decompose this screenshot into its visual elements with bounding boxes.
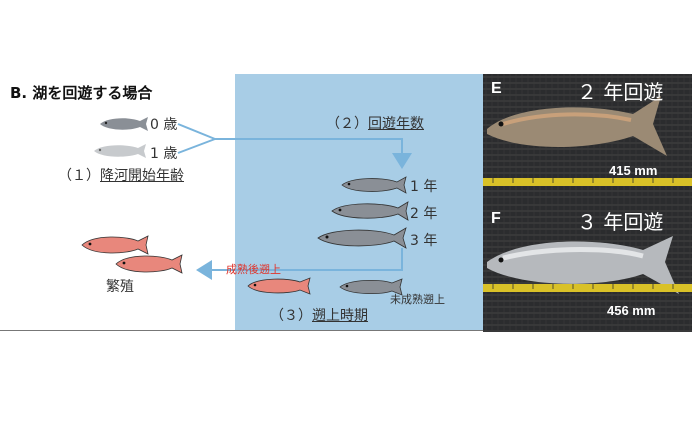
- photo-f-letter: F: [491, 210, 501, 227]
- year-1-label: 1 年: [410, 179, 438, 195]
- step-3-label: （３）遡上時期: [270, 305, 368, 325]
- photo-f-title: ３ 年回遊: [577, 210, 664, 234]
- adult-fish-year-2: [331, 201, 409, 221]
- photo-panel-e: E ２ 年回遊 415 mm: [483, 74, 692, 202]
- spawning-fish-2: [115, 254, 183, 274]
- photo-e-size: 415 mm: [609, 163, 658, 178]
- figure-title: B. 湖を回遊する場合: [10, 84, 153, 102]
- photo-e-image: [483, 74, 692, 202]
- immature-upstream-fish: [339, 278, 403, 296]
- mature-upstream-label: 成熟後遡上: [226, 263, 281, 276]
- step-1-num: （１）: [58, 168, 100, 184]
- age-1-label: 1 歳: [150, 146, 178, 162]
- mature-upstream-fish: [247, 277, 311, 295]
- figure-baseline: [0, 330, 483, 331]
- age-1-line: [177, 138, 216, 154]
- step-2-label: （２）回遊年数: [326, 113, 424, 133]
- juvenile-fish-1: [94, 144, 146, 158]
- spawning-label: 繁殖: [106, 279, 134, 295]
- year-2-label: 2 年: [410, 206, 438, 222]
- photo-e-title: ２ 年回遊: [577, 80, 664, 104]
- year-3-label: 3 年: [410, 233, 438, 249]
- adult-fish-year-1: [341, 176, 407, 194]
- step-3-text: 遡上時期: [312, 308, 368, 324]
- photo-f-image: [483, 202, 692, 332]
- step-3-num: （３）: [270, 308, 312, 324]
- spawning-fish-1: [81, 235, 149, 255]
- step-2-num: （２）: [326, 116, 368, 132]
- juvenile-fish-0: [100, 117, 148, 131]
- step-2-text: 回遊年数: [368, 116, 424, 132]
- photo-panel-f: F ３ 年回遊 456 mm: [483, 202, 692, 332]
- diagram-graphics: [81, 117, 412, 296]
- adult-fish-year-3: [317, 227, 407, 249]
- photo-f-size: 456 mm: [607, 303, 656, 318]
- age-0-line: [177, 123, 216, 140]
- step-1-label: （１）降河開始年齢: [58, 165, 184, 185]
- return-arrow: [196, 248, 403, 280]
- to-years-arrow: [215, 138, 412, 169]
- immature-upstream-label: 未成熟遡上: [390, 293, 445, 306]
- age-0-label: 0 歳: [150, 117, 178, 133]
- photo-e-letter: E: [491, 80, 502, 97]
- step-1-text: 降河開始年齢: [100, 168, 184, 184]
